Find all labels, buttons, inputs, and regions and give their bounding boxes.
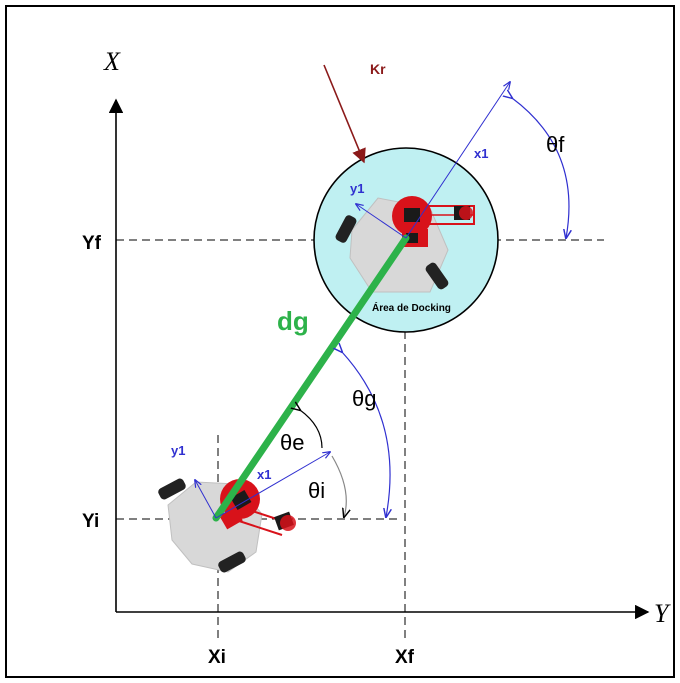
theta-g-label: θg (352, 386, 376, 411)
kr-arrow (323, 64, 366, 164)
initial-y1-label: y1 (171, 443, 185, 458)
initial-x1-label: x1 (257, 467, 271, 482)
horizontal-axis-label: Y (654, 599, 671, 628)
docking-area-label: Área de Docking (372, 301, 451, 314)
theta-i-arc (331, 455, 346, 517)
tick-label-yf: Yf (82, 233, 102, 254)
theta-e-label: θe (280, 430, 304, 455)
initial-x1-axis (215, 452, 330, 519)
final-y1-axis (356, 204, 407, 239)
final-x1-axis (405, 82, 510, 239)
theta-e-arc (300, 410, 323, 449)
distance-line-dg (212, 234, 410, 522)
vertical-axis-label: X (103, 47, 121, 76)
outer-border (5, 5, 675, 678)
theta-f-arc (512, 98, 569, 238)
initial-y1-axis (195, 480, 217, 519)
kr-label: Kr (370, 61, 386, 77)
robot-final (335, 196, 475, 293)
tick-label-xf: Xf (395, 647, 415, 668)
tick-label-yi: Yi (82, 511, 99, 532)
distance-label-dg: dg (277, 306, 309, 336)
theta-g-arc (342, 352, 390, 517)
final-x1-label: x1 (474, 146, 488, 161)
tick-label-xi: Xi (208, 647, 226, 668)
theta-f-label: θf (546, 132, 565, 157)
final-y1-label: y1 (350, 181, 364, 196)
theta-i-label: θi (308, 478, 325, 503)
